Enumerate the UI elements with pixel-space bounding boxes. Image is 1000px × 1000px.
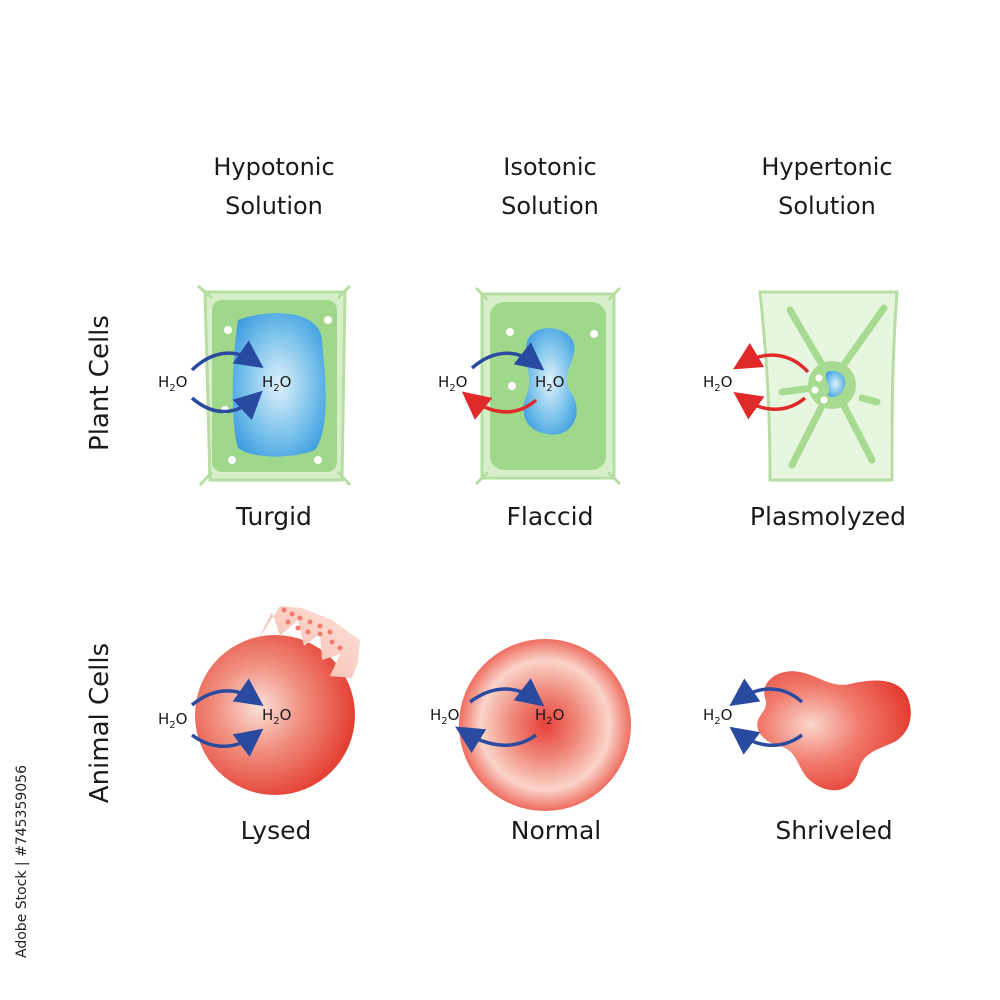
normal-animal-cell [459,639,631,811]
watermark-caption: Adobe Stock | #745359056 [14,765,30,958]
column-header-isotonic: Isotonic Solution [440,148,660,226]
water-label: H2O [158,710,188,731]
header-line: Solution [778,192,876,220]
state-label-normal: Normal [510,816,602,845]
water-label: H2O [703,373,733,394]
plasmolyzed-plant-cell [758,290,899,482]
water-label: H2O [535,706,565,727]
header-line: Solution [501,192,599,220]
column-header-hypotonic: Hypotonic Solution [164,148,384,226]
water-label: H2O [262,373,292,394]
water-label: H2O [262,706,292,727]
state-label-turgid: Turgid [236,502,312,531]
header-line: Solution [225,192,323,220]
water-label: H2O [535,373,565,394]
header-line: Hypotonic [213,153,335,181]
shriveled-animal-cell [757,671,911,791]
column-header-hypertonic: Hypertonic Solution [717,148,937,226]
water-label: H2O [703,706,733,727]
state-label-shriveled: Shriveled [775,816,893,845]
header-line: Isotonic [503,153,597,181]
state-label-lysed: Lysed [240,816,312,845]
header-line: Hypertonic [761,153,893,181]
water-label: H2O [158,373,188,394]
water-label: H2O [438,373,468,394]
water-label: H2O [430,706,460,727]
state-label-flaccid: Flaccid [506,502,594,531]
state-label-plasmolyzed: Plasmolyzed [749,502,907,531]
